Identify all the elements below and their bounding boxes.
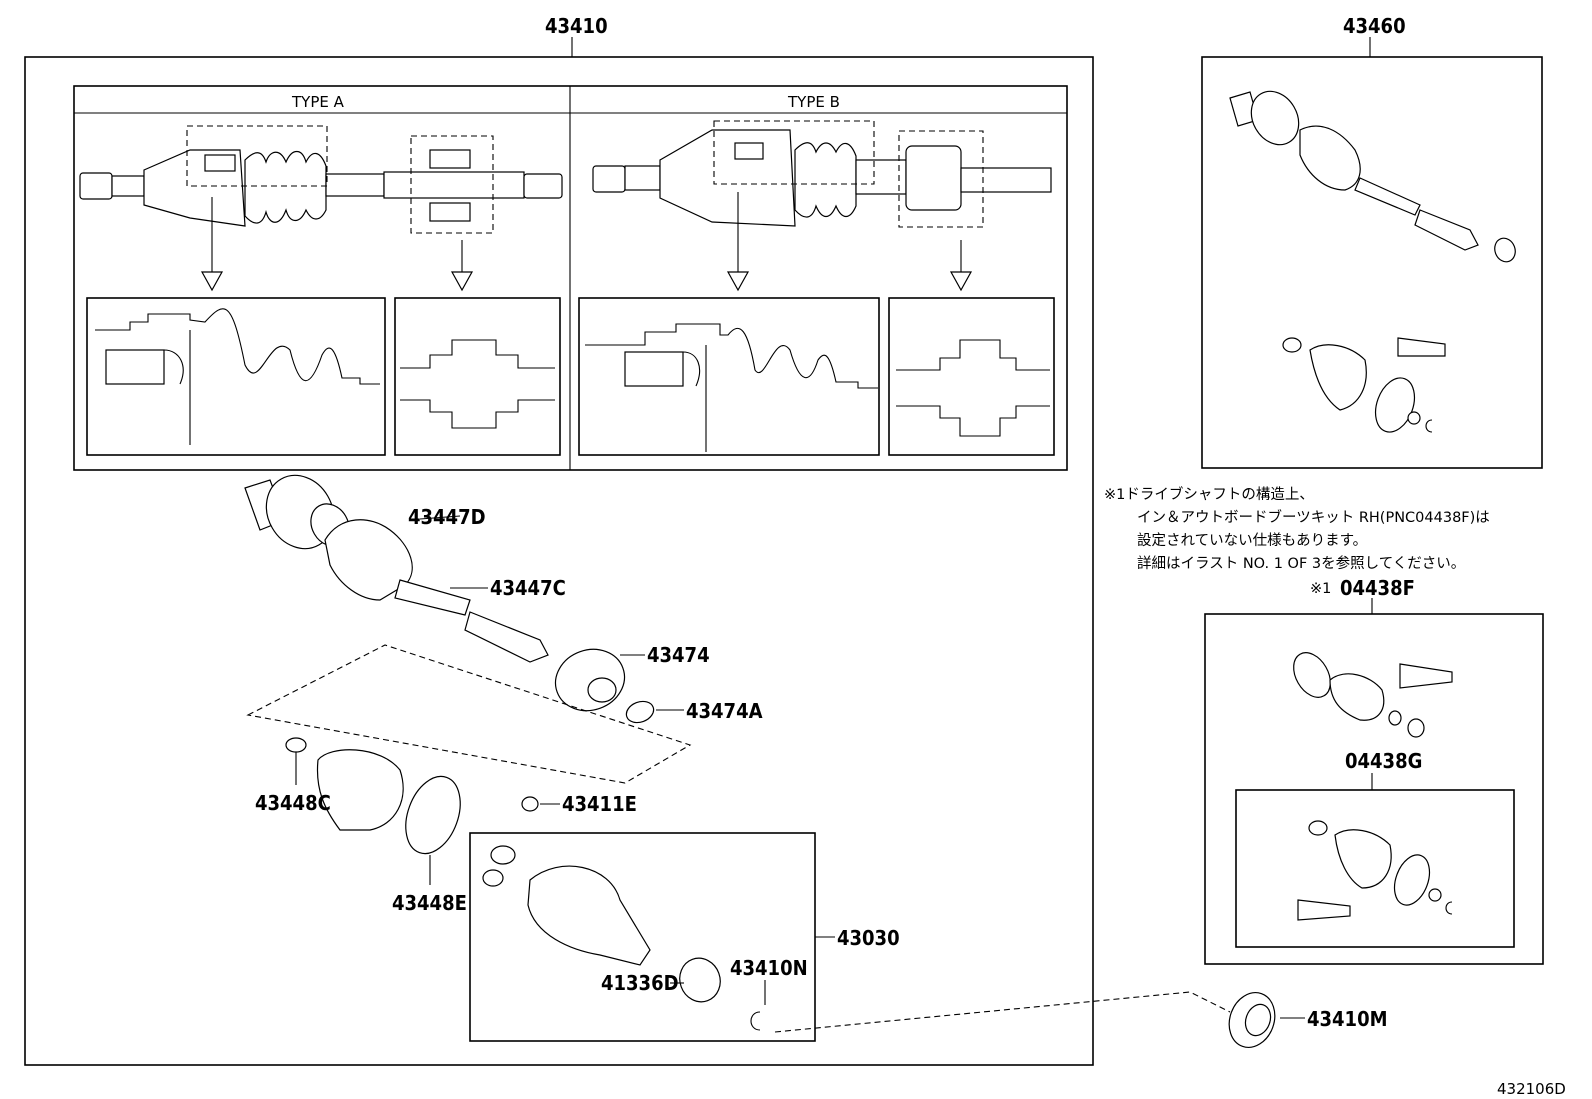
type-a-shaft-drawing: [79, 125, 563, 292]
note-line-2: イン＆アウトボードブーツキット RH(PNC04438F)は: [1137, 508, 1490, 526]
availability-note: ※1ドライブシャフトの構造上、 イン＆アウトボードブーツキット RH(PNC04…: [1104, 485, 1490, 572]
part-label-41336D[interactable]: 41336D: [601, 971, 679, 995]
boot-kit-drawing: [285, 737, 461, 855]
type-a-detail-boot: [86, 297, 386, 456]
assembly-04438G-label[interactable]: 04438G: [1345, 749, 1422, 773]
assembly-43410-label[interactable]: 43410: [545, 14, 608, 38]
assembly-43410-frame: [24, 56, 1094, 1066]
part-label-43448C[interactable]: 43448C: [255, 791, 331, 815]
assembly-43460-frame: [1201, 56, 1543, 469]
assembly-43410: 43410 TYPE A TYPE B: [24, 14, 1094, 1066]
part-label-43447C[interactable]: 43447C: [490, 576, 566, 600]
note-line-3: 設定されていない仕様もあります。: [1137, 532, 1367, 549]
part-43474-drawing: [554, 648, 655, 724]
part-43030-drawing: [482, 845, 761, 1031]
assembly-43460-label[interactable]: 43460: [1343, 14, 1406, 38]
part-label-43030[interactable]: 43030: [837, 926, 900, 950]
assembly-04438G-frame: [1235, 789, 1515, 948]
part-label-43410N[interactable]: 43410N: [730, 956, 808, 980]
part-label-43448E[interactable]: 43448E: [392, 891, 467, 915]
part-label-43410M[interactable]: 43410M: [1307, 1007, 1388, 1031]
assembly-04438F-frame: [1204, 613, 1544, 965]
assembly-04438F: ※1 04438F 04438G: [1204, 576, 1544, 965]
type-panel: TYPE A TYPE B: [73, 85, 1068, 471]
part-label-43474A[interactable]: 43474A: [686, 699, 763, 723]
type-b-detail-boot: [578, 297, 880, 456]
boot-kit-group-outline: [246, 644, 692, 784]
part-label-43411E[interactable]: 43411E: [562, 792, 637, 816]
diagram-id: 432106D: [1497, 1080, 1566, 1098]
assembly-43460: 43460: [1201, 14, 1543, 469]
part-43410M: 43410M: [1228, 992, 1388, 1048]
part-label-43447D[interactable]: 43447D: [408, 505, 486, 529]
shaft-exploded: [244, 474, 549, 663]
part-label-43474[interactable]: 43474: [647, 643, 710, 667]
assembly-04438G-drawing: [1297, 820, 1453, 921]
assembly-04438F-drawing: [1293, 652, 1453, 738]
note-line-4: 詳細はイラスト NO. 1 OF 3を参照してください。: [1137, 555, 1465, 572]
type-b-detail-joint: [888, 297, 1055, 456]
type-b-shaft-drawing: [592, 120, 1052, 292]
part-43411E-drawing: [521, 796, 539, 812]
assembly-43460-drawing: [1229, 90, 1516, 433]
assembly-04438F-label[interactable]: 04438F: [1340, 576, 1415, 600]
note-line-1: ※1ドライブシャフトの構造上、: [1104, 485, 1314, 503]
boot-kit-mark: ※1: [1310, 581, 1331, 597]
type-a-label: TYPE A: [291, 93, 345, 111]
type-a-detail-joint: [394, 297, 561, 456]
type-b-label: TYPE B: [787, 93, 840, 111]
